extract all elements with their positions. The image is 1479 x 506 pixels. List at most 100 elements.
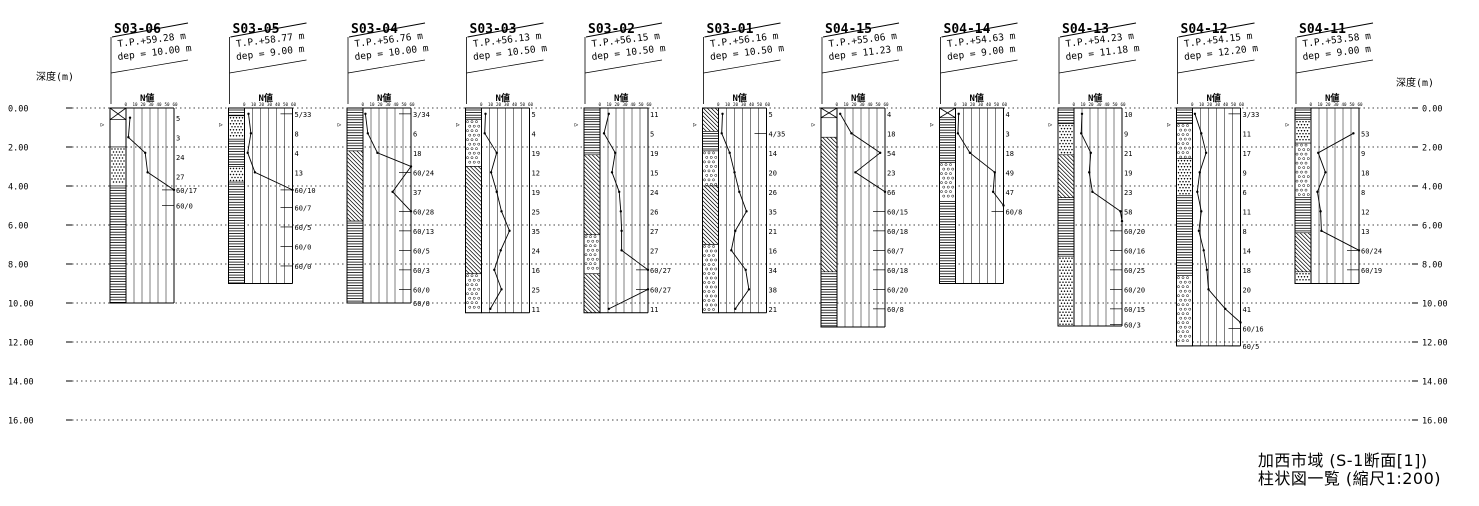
nvalue-label: 5 xyxy=(769,111,773,119)
nvalue-label: 60/8 xyxy=(887,306,904,314)
nvalue-scale-label: 30 xyxy=(623,102,629,107)
soil-grain xyxy=(238,179,241,182)
soil-grain xyxy=(1071,263,1073,266)
water-level-marker: ▽ xyxy=(336,123,343,127)
soil-hatch xyxy=(583,178,601,195)
soil-grain xyxy=(1189,183,1192,186)
nvalue-point xyxy=(1316,190,1319,194)
soil-grain xyxy=(705,303,709,307)
soil-grain xyxy=(1179,289,1183,293)
soil-grain xyxy=(1302,138,1304,141)
soil-hatch xyxy=(1294,243,1312,261)
water-level-marker: ▽ xyxy=(810,123,817,127)
nvalue-point xyxy=(620,249,623,252)
soil-hatch xyxy=(465,197,482,214)
nvalue-label: 35 xyxy=(769,208,777,216)
nvalue-scale-label: 10 xyxy=(133,102,139,107)
nvalue-scale-label: 20 xyxy=(970,102,976,107)
nvalue-scale-label: 50 xyxy=(165,102,171,107)
nvalue-scale-label: 50 xyxy=(1231,102,1237,107)
soil-grain xyxy=(1066,145,1069,148)
soil-grain xyxy=(241,117,244,119)
soil-grain xyxy=(1060,127,1063,130)
nvalue-scale-label: 0 xyxy=(1310,102,1313,107)
nvalue-label: 60/20 xyxy=(1124,286,1145,294)
soil-grain xyxy=(229,135,232,137)
soil-grain xyxy=(1181,285,1185,289)
borehole-id: S04-13 xyxy=(1062,22,1109,37)
soil-grain xyxy=(1063,272,1066,275)
nvalue-label: 23 xyxy=(887,169,895,177)
soil-grain xyxy=(1063,266,1066,269)
soil-grain xyxy=(1308,126,1310,129)
nvalue-line xyxy=(127,117,175,191)
soil-grain xyxy=(1063,302,1066,305)
soil-grain xyxy=(114,148,116,150)
soil-grain xyxy=(1188,334,1192,338)
soil-grain xyxy=(1182,186,1184,189)
soil-grain xyxy=(946,176,950,180)
nvalue-label: 27 xyxy=(650,228,658,236)
soil-hatch xyxy=(346,204,364,222)
nvalue-scale-label: 20 xyxy=(615,102,621,107)
soil-hatch xyxy=(820,183,838,201)
soil-grain xyxy=(709,303,713,307)
soil-grain xyxy=(944,181,948,184)
soil-hatch xyxy=(592,273,601,281)
soil-grain xyxy=(1181,133,1185,136)
nvalue-label: 14 xyxy=(1243,247,1251,255)
soil-grain xyxy=(468,287,472,291)
soil-hatch xyxy=(588,273,601,285)
soil-grain xyxy=(234,132,236,134)
soil-hatch xyxy=(583,284,601,301)
soil-hatch xyxy=(465,253,482,270)
soil-hatch xyxy=(702,196,719,213)
soil-grain xyxy=(1059,281,1061,284)
nvalue-scale-label: 40 xyxy=(986,102,992,107)
nvalue-scale-label: 0 xyxy=(243,102,246,107)
soil-grain xyxy=(1302,148,1306,151)
soil-grain xyxy=(117,148,119,150)
nvalue-point xyxy=(1200,210,1203,213)
soil-grain xyxy=(1302,279,1304,281)
nvalue-scale-label: 30 xyxy=(1334,102,1340,107)
soil-grain xyxy=(1066,266,1069,269)
nvalue-point xyxy=(1080,132,1083,135)
soil-grain xyxy=(1063,290,1066,293)
soil-grain xyxy=(1297,123,1300,126)
nvalue-line xyxy=(484,113,510,310)
nvalue-label: 60/5 xyxy=(295,224,312,232)
nvalue-scale-label: 40 xyxy=(512,102,518,107)
soil-grain xyxy=(593,244,597,248)
soil-grain xyxy=(1183,183,1186,186)
water-level-marker: ▽ xyxy=(1047,123,1054,127)
soil-grain xyxy=(1188,168,1190,171)
borehole-id: S03-02 xyxy=(588,22,635,37)
nvalue-label: 58 xyxy=(1124,208,1132,216)
soil-hatch xyxy=(1057,157,1075,174)
soil-grain xyxy=(1179,155,1183,159)
soil-grain xyxy=(121,157,124,159)
soil-grain xyxy=(1304,188,1308,192)
nvalue-label: 13 xyxy=(295,169,303,177)
soil-grain xyxy=(1186,159,1189,162)
soil-grain xyxy=(1179,298,1183,302)
soil-grain xyxy=(1059,130,1061,133)
soil-hatch xyxy=(820,251,838,269)
soil-grain xyxy=(123,148,125,150)
soil-grain xyxy=(703,254,706,257)
nvalue-scale-label: 50 xyxy=(520,102,526,107)
soil-hatch xyxy=(346,152,364,170)
soil-grain xyxy=(1297,135,1300,138)
nvalue-point xyxy=(1089,151,1093,155)
soil-grain xyxy=(1069,139,1072,142)
soil-grain xyxy=(1300,161,1303,165)
soil-grain xyxy=(1305,138,1307,141)
soil-grain xyxy=(468,296,472,300)
soil-grain xyxy=(1062,305,1064,308)
soil-grain xyxy=(1185,168,1187,171)
soil-grain xyxy=(472,151,476,155)
soil-grain xyxy=(1299,132,1301,135)
